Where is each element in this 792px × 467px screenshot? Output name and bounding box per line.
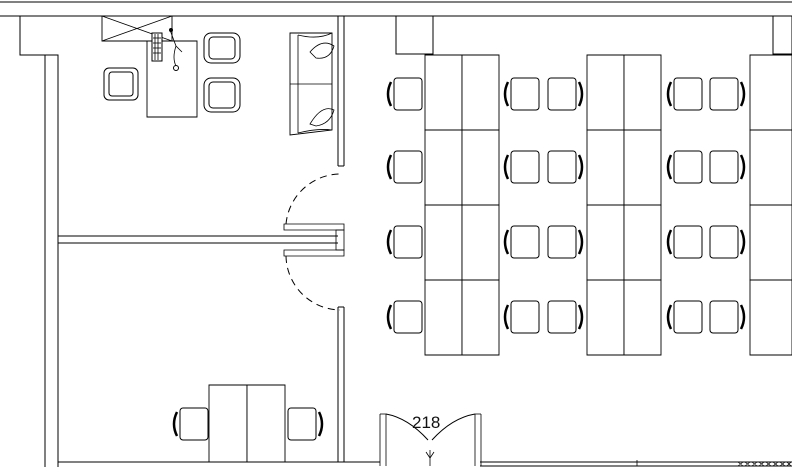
office-chair-icon [710,301,744,333]
sofa-icon [290,33,334,135]
office-chair-icon [505,301,539,333]
entrance-door: 218 [386,413,475,466]
office-chair-icon [668,301,702,333]
office-chair-icon [668,226,702,258]
private-office [102,16,334,135]
office-chair-icon [668,78,702,110]
office-chair-icon [710,226,744,258]
workstation-chairs [174,78,744,440]
office-chair-icon [548,301,582,333]
double-door-center [284,174,344,310]
office-chair-icon [505,151,539,183]
office-chair-icon [548,226,582,258]
office-chair-icon [548,151,582,183]
office-chair-icon [174,408,208,440]
office-chair-icon [388,301,422,333]
armchair-icon [204,78,240,112]
keyboard-icon [152,33,162,61]
office-chair-icon [388,226,422,258]
office-chair-icon [104,68,138,100]
armchair-icon [204,33,240,63]
office-chair-icon [668,151,702,183]
office-chair-icon [548,78,582,110]
room-number-label: 218 [412,413,440,432]
office-chair-icon [710,78,744,110]
office-chair-icon [288,408,322,440]
office-chair-icon [710,151,744,183]
desk-lamp-icon [169,28,182,71]
office-chair-icon [505,78,539,110]
workstation-desks [425,55,792,355]
office-chair-icon [505,226,539,258]
office-chair-icon [388,78,422,110]
lower-desks [209,385,285,462]
office-chair-icon [388,151,422,183]
